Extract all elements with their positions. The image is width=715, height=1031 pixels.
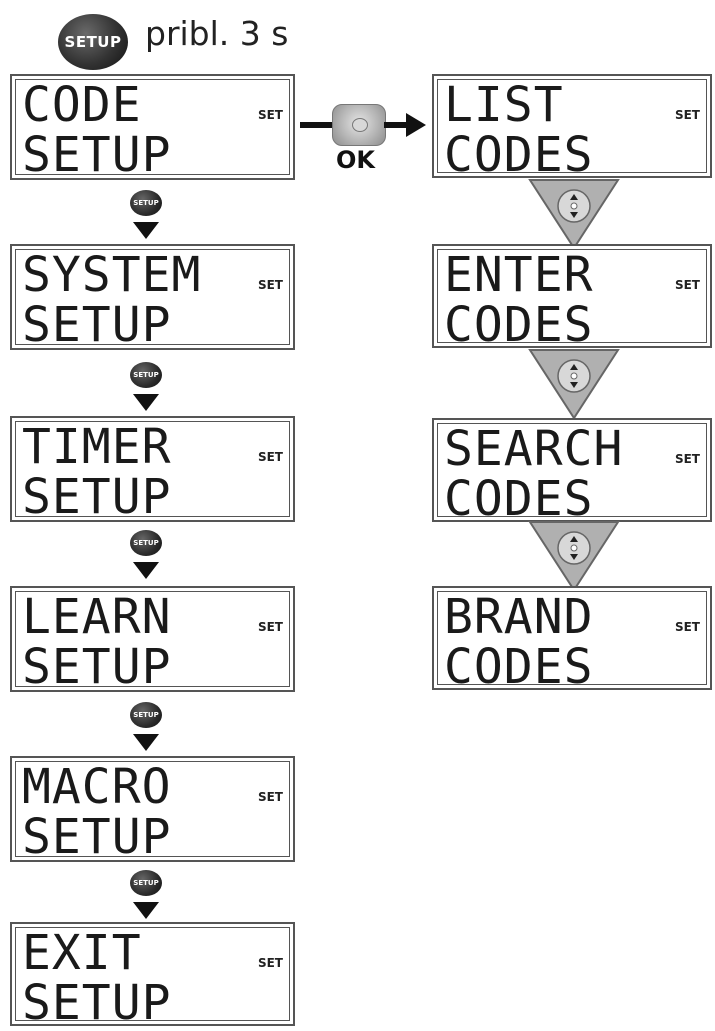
up-down-navigation-icon (528, 179, 620, 250)
lcd-screen-brand-codes: BRAND CODES SET (432, 586, 712, 695)
lcd-line-1: LIST (444, 77, 564, 133)
set-indicator: SET (257, 790, 283, 804)
set-indicator: SET (674, 452, 700, 466)
lcd-line-2: SETUP (22, 975, 172, 1031)
lcd-line-1: CODE (22, 77, 142, 133)
setup-mini-button-icon: SETUP (130, 530, 162, 556)
lcd-screen-code-setup: CODE SETUP SET (10, 74, 295, 180)
mini-button-label: SETUP (133, 199, 159, 207)
set-indicator: SET (674, 620, 700, 634)
lcd-line-2: CODES (444, 639, 594, 695)
lcd-line-2: SETUP (22, 297, 172, 353)
up-down-navigation-icon (528, 349, 620, 420)
hold-duration-text: pribl. 3 s (145, 14, 289, 53)
setup-button-icon[interactable]: SETUP (58, 14, 128, 70)
lcd-line-1: SEARCH (444, 421, 624, 477)
down-arrow-icon (133, 734, 159, 751)
mini-button-label: SETUP (133, 539, 159, 547)
ok-connector-line-right (384, 122, 408, 128)
set-indicator: SET (257, 278, 283, 292)
mini-button-label: SETUP (133, 371, 159, 379)
setup-mini-button-icon: SETUP (130, 362, 162, 388)
lcd-screen-system-setup: SYSTEM SETUP SET (10, 244, 295, 350)
lcd-line-2: CODES (444, 297, 594, 353)
lcd-screen-enter-codes: ENTER CODES SET (432, 244, 712, 353)
ok-label: OK (336, 146, 375, 174)
lcd-line-1: ENTER (444, 247, 594, 303)
down-arrow-icon (133, 562, 159, 579)
lcd-line-1: TIMER (22, 419, 172, 475)
lcd-line-2: CODES (444, 127, 594, 183)
ok-button-icon (332, 104, 386, 146)
lcd-screen-macro-setup: MACRO SETUP SET (10, 756, 295, 862)
right-arrow-icon (406, 113, 426, 137)
set-indicator: SET (257, 620, 283, 634)
lcd-screen-search-codes: SEARCH CODES SET (432, 418, 712, 527)
lcd-screen-learn-setup: LEARN SETUP SET (10, 586, 295, 692)
lcd-line-1: BRAND (444, 589, 594, 645)
set-indicator: SET (674, 278, 700, 292)
set-indicator: SET (257, 108, 283, 122)
ok-connector-line-left (300, 122, 332, 128)
setup-button-label: SETUP (64, 33, 122, 51)
setup-mini-button-icon: SETUP (130, 870, 162, 896)
lcd-line-2: SETUP (22, 639, 172, 695)
lcd-line-2: CODES (444, 471, 594, 527)
down-arrow-icon (133, 394, 159, 411)
set-indicator: SET (257, 450, 283, 464)
lcd-screen-timer-setup: TIMER SETUP SET (10, 416, 295, 522)
mini-button-label: SETUP (133, 879, 159, 887)
down-arrow-icon (133, 222, 159, 239)
down-arrow-icon (133, 902, 159, 919)
lcd-line-1: LEARN (22, 589, 172, 645)
lcd-line-1: MACRO (22, 759, 172, 815)
setup-mini-button-icon: SETUP (130, 190, 162, 216)
up-down-navigation-icon (528, 521, 620, 592)
lcd-line-2: SETUP (22, 469, 172, 525)
lcd-line-1: SYSTEM (22, 247, 202, 303)
lcd-line-2: SETUP (22, 809, 172, 865)
lcd-line-1: EXIT (22, 925, 142, 981)
set-indicator: SET (674, 108, 700, 122)
lcd-line-2: SETUP (22, 127, 172, 183)
lcd-screen-exit-setup: EXIT SETUP SET (10, 922, 295, 1031)
mini-button-label: SETUP (133, 711, 159, 719)
setup-mini-button-icon: SETUP (130, 702, 162, 728)
lcd-screen-list-codes: LIST CODES SET (432, 74, 712, 183)
set-indicator: SET (257, 956, 283, 970)
